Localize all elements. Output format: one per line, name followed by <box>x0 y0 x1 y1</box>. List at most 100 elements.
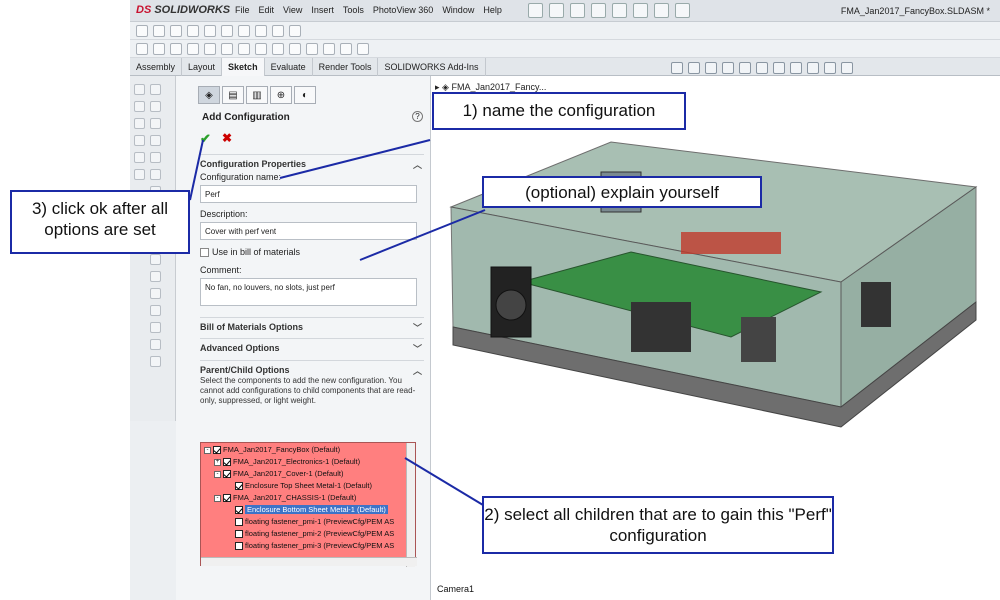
convert-icon[interactable] <box>153 43 165 55</box>
tab-addins[interactable]: SOLIDWORKS Add-Ins <box>378 58 486 76</box>
offset-icon[interactable] <box>170 43 182 55</box>
new-icon[interactable] <box>528 3 543 18</box>
tab-render-tools[interactable]: Render Tools <box>313 58 379 76</box>
component-tree[interactable]: -FMA_Jan2017_FancyBox (Default) +FMA_Jan… <box>200 442 417 567</box>
line-icon[interactable] <box>170 25 182 37</box>
tree-row[interactable]: floating fastener_pmi-2 (PreviewCfg/PEM … <box>235 529 394 539</box>
menu-window[interactable]: Window <box>442 5 475 15</box>
tool-icon[interactable] <box>150 288 161 299</box>
help-icon[interactable]: ? <box>412 111 423 122</box>
scene-icon[interactable] <box>807 62 819 74</box>
tool-icon[interactable] <box>134 101 145 112</box>
collapse-icon[interactable]: - <box>214 470 221 478</box>
tool-icon[interactable] <box>150 118 161 129</box>
tab-evaluate[interactable]: Evaluate <box>265 58 313 76</box>
save-icon[interactable] <box>570 3 585 18</box>
circle-icon[interactable] <box>204 25 216 37</box>
ok-button[interactable]: ✔ <box>200 131 211 146</box>
feature-tree-flyout[interactable]: ▸ ◈ FMA_Jan2017_Fancy... <box>435 82 547 92</box>
collapse-chevron-icon[interactable]: ︿ <box>412 366 422 376</box>
point-icon[interactable] <box>357 43 369 55</box>
expand-icon[interactable]: + <box>214 458 221 466</box>
checkbox-checked-icon[interactable] <box>213 446 221 455</box>
rectangle-icon[interactable] <box>187 25 199 37</box>
tool-icon[interactable] <box>150 152 161 163</box>
display-style-icon[interactable] <box>756 62 768 74</box>
display-manager-tab-icon[interactable]: ◐ <box>294 86 316 104</box>
repair-icon[interactable] <box>255 43 267 55</box>
select-icon[interactable] <box>633 3 648 18</box>
trim-icon[interactable] <box>136 43 148 55</box>
zoom-fit-icon[interactable] <box>671 62 683 74</box>
axis-icon[interactable] <box>323 43 335 55</box>
plane-icon[interactable] <box>340 43 352 55</box>
tree-row[interactable]: -FMA_Jan2017_Cover-1 (Default) <box>214 469 343 479</box>
pattern-icon[interactable] <box>204 43 216 55</box>
section-bom-options[interactable]: Bill of Materials Options﹀ <box>200 317 424 333</box>
checkbox-checked-icon[interactable] <box>235 506 243 515</box>
tree-row[interactable]: floating fastener_pmi-3 (PreviewCfg/PEM … <box>235 541 394 551</box>
tool-icon[interactable] <box>150 84 161 95</box>
section-view-icon[interactable] <box>722 62 734 74</box>
sketch-icon[interactable] <box>136 25 148 37</box>
shaded-sketch-icon[interactable] <box>306 43 318 55</box>
menu-help[interactable]: Help <box>483 5 502 15</box>
collapse-icon[interactable]: - <box>204 446 211 454</box>
description-input[interactable]: Cover with perf vent <box>200 222 417 240</box>
tree-row[interactable]: -FMA_Jan2017_CHASSIS-1 (Default) <box>214 493 356 503</box>
tree-row-selected[interactable]: Enclosure Bottom Sheet Metal-1 (Default) <box>235 505 388 515</box>
feature-manager-tab-icon[interactable]: ◈ <box>198 86 220 104</box>
checkbox-icon[interactable] <box>235 542 243 551</box>
tool-icon[interactable] <box>134 152 145 163</box>
section-parent-child-options[interactable]: Parent/Child Options︿ <box>200 360 424 376</box>
menu-insert[interactable]: Insert <box>311 5 334 15</box>
instant2d-icon[interactable] <box>289 43 301 55</box>
previous-view-icon[interactable] <box>705 62 717 74</box>
tool-icon[interactable] <box>134 169 145 180</box>
relations-icon[interactable] <box>238 43 250 55</box>
checkbox-icon[interactable] <box>200 248 209 258</box>
checkbox-icon[interactable] <box>235 530 243 539</box>
checkbox-checked-icon[interactable] <box>223 458 231 467</box>
polygon-icon[interactable] <box>272 25 284 37</box>
tab-assembly[interactable]: Assembly <box>130 58 183 76</box>
rebuild-icon[interactable] <box>654 3 669 18</box>
arc-icon[interactable] <box>221 25 233 37</box>
hide-show-icon[interactable] <box>773 62 785 74</box>
menu-file[interactable]: File <box>235 5 250 15</box>
mirror-icon[interactable] <box>187 43 199 55</box>
smart-dim-icon[interactable] <box>153 25 165 37</box>
tree-row[interactable]: +FMA_Jan2017_Electronics-1 (Default) <box>214 457 361 467</box>
tool-icon[interactable] <box>150 254 161 265</box>
checkbox-checked-icon[interactable] <box>223 494 231 503</box>
zoom-area-icon[interactable] <box>688 62 700 74</box>
tool-icon[interactable] <box>134 118 145 129</box>
section-config-properties[interactable]: Configuration Properties︿ <box>200 154 424 170</box>
tool-icon[interactable] <box>150 169 161 180</box>
collapse-chevron-icon[interactable]: ︿ <box>412 160 422 170</box>
section-advanced-options[interactable]: Advanced Options﹀ <box>200 338 424 354</box>
quick-snaps-icon[interactable] <box>272 43 284 55</box>
tool-icon[interactable] <box>150 305 161 316</box>
tab-layout[interactable]: Layout <box>182 58 223 76</box>
tool-icon[interactable] <box>150 339 161 350</box>
property-manager-tab-icon[interactable]: ▤ <box>222 86 244 104</box>
tool-icon[interactable] <box>150 322 161 333</box>
monitor-icon[interactable] <box>841 62 853 74</box>
checkbox-icon[interactable] <box>235 518 243 527</box>
move-icon[interactable] <box>221 43 233 55</box>
tree-row[interactable]: Enclosure Top Sheet Metal-1 (Default) <box>235 481 372 491</box>
collapse-icon[interactable]: - <box>214 494 221 502</box>
tree-vertical-scrollbar[interactable] <box>406 443 415 567</box>
dimxpert-tab-icon[interactable]: ⊕ <box>270 86 292 104</box>
undo-icon[interactable] <box>612 3 627 18</box>
edit-appearance-icon[interactable] <box>790 62 802 74</box>
tree-row[interactable]: -FMA_Jan2017_FancyBox (Default) <box>204 445 340 455</box>
tool-icon[interactable] <box>150 135 161 146</box>
menu-view[interactable]: View <box>283 5 303 15</box>
configuration-manager-tab-icon[interactable]: ▥ <box>246 86 268 104</box>
tool-icon[interactable] <box>150 356 161 367</box>
checkbox-checked-icon[interactable] <box>235 482 243 491</box>
options-gear-icon[interactable] <box>675 3 690 18</box>
view-orientation-icon[interactable] <box>739 62 751 74</box>
